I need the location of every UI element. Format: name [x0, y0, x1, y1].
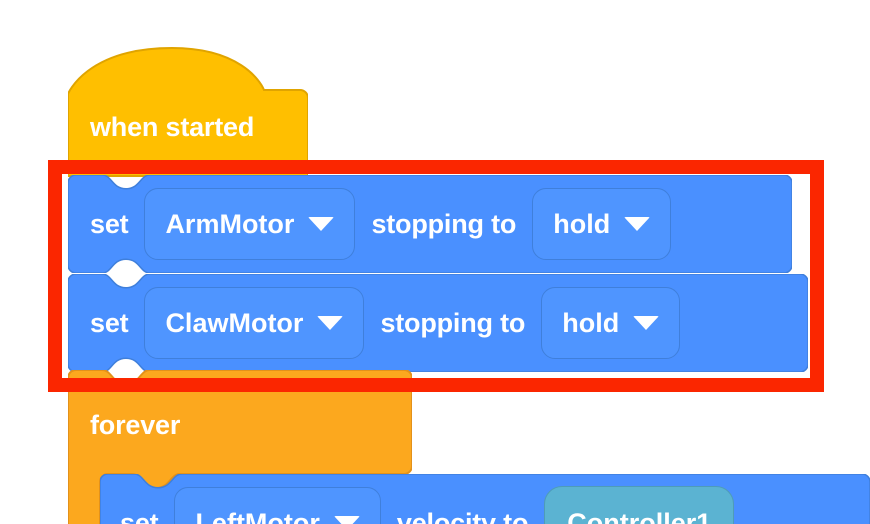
- chevron-down-icon: [633, 316, 660, 330]
- mode-dropdown-value: hold: [553, 208, 611, 239]
- block-forever[interactable]: forever: [68, 370, 412, 524]
- motor-dropdown-value: LeftMotor: [195, 507, 320, 524]
- block-when-started[interactable]: when started: [68, 46, 308, 177]
- statement-middle-label: stopping to: [371, 208, 517, 239]
- reporter-controller1[interactable]: Controller1: [544, 486, 735, 524]
- statement-middle-label: stopping to: [380, 307, 526, 338]
- mode-dropdown-hold-arm[interactable]: hold: [532, 188, 672, 260]
- statement-prefix-label: set: [120, 507, 159, 524]
- block-set-clawmotor-stopping[interactable]: set ClawMotor stopping to hold: [68, 274, 808, 372]
- motor-dropdown-clawmotor[interactable]: ClawMotor: [144, 287, 365, 359]
- chevron-down-icon: [308, 217, 335, 231]
- reporter-value: Controller1: [567, 507, 712, 524]
- statement-middle-label: velocity to: [396, 507, 529, 524]
- mode-dropdown-value: hold: [562, 307, 620, 338]
- statement-prefix-label: set: [90, 307, 129, 338]
- when-started-shape: [68, 46, 308, 177]
- block-set-armmotor-stopping[interactable]: set ArmMotor stopping to hold: [68, 175, 792, 273]
- chevron-down-icon: [317, 316, 344, 330]
- motor-dropdown-armmotor[interactable]: ArmMotor: [144, 188, 356, 260]
- motor-dropdown-value: ArmMotor: [165, 208, 295, 239]
- chevron-down-icon: [333, 516, 360, 524]
- statement-prefix-label: set: [90, 208, 129, 239]
- forever-label: forever: [90, 410, 181, 440]
- motor-dropdown-value: ClawMotor: [165, 307, 304, 338]
- chevron-down-icon: [624, 217, 651, 231]
- when-started-label: when started: [90, 112, 255, 142]
- motor-dropdown-leftmotor[interactable]: LeftMotor: [174, 487, 381, 524]
- block-set-leftmotor-velocity[interactable]: set LeftMotor velocity to Controller1: [100, 474, 870, 524]
- mode-dropdown-hold-claw[interactable]: hold: [541, 287, 681, 359]
